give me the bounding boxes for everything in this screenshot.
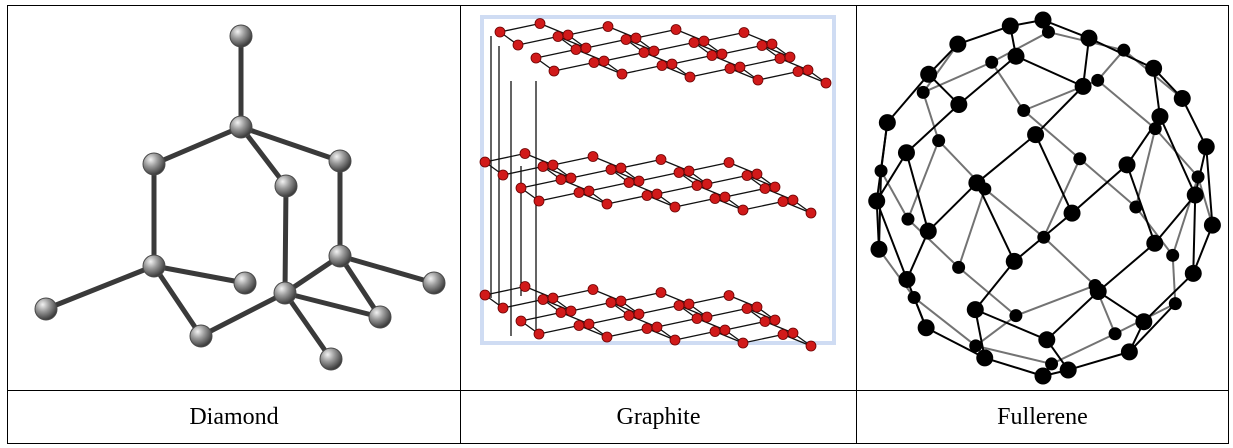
allotropes-table: Diamond Graphite Fullerene [7,5,1229,444]
graphite-structure-image [479,18,832,352]
diamond-structure-image [34,24,446,371]
fullerene-cell [856,5,1229,391]
graphite-frame [480,15,836,345]
fullerene-figure [857,6,1228,390]
diamond-figure [8,6,460,390]
fullerene-structure-image [868,11,1221,385]
diamond-label: Diamond [7,390,461,444]
graphite-figure [461,6,856,390]
fullerene-label: Fullerene [856,390,1229,444]
diamond-cell [7,5,461,391]
graphite-label: Graphite [460,390,857,444]
graphite-cell [460,5,857,391]
